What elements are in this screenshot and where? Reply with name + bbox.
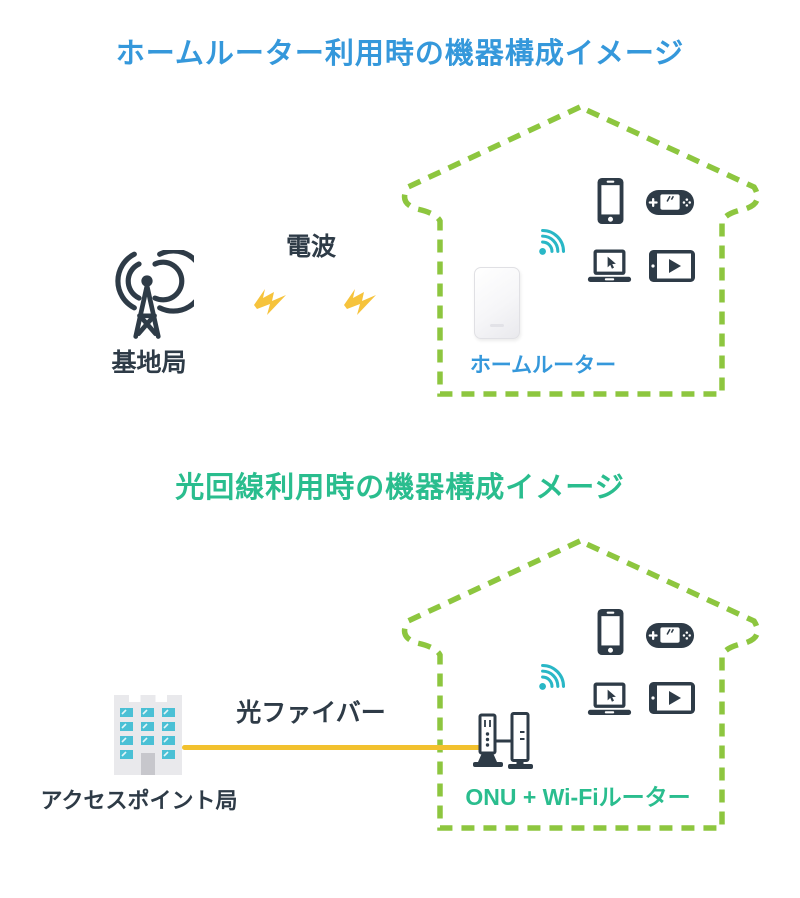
laptop-icon (587, 682, 632, 715)
base-station-label: 基地局 (111, 349, 187, 377)
router-slot-detail (490, 324, 504, 327)
home-router-device (474, 267, 520, 339)
tablet-icon (649, 682, 695, 714)
game-console-icon (645, 190, 695, 215)
tablet-icon (649, 250, 695, 282)
access-point-label: アクセスポイント局 (40, 788, 238, 813)
game-console-icon (645, 623, 695, 648)
wifi-signal-icon (539, 663, 566, 690)
house-outline (401, 537, 761, 831)
laptop-icon (587, 249, 632, 282)
onu-wifi-router-icon (473, 712, 533, 769)
lightning-bolt-icon (344, 289, 376, 315)
house-outline (401, 103, 761, 397)
fiber-optic-line (182, 745, 482, 750)
wifi-signal-icon (539, 228, 566, 255)
base-station-icon (115, 250, 194, 339)
smartphone-icon (597, 608, 624, 656)
fiber-label: 光ファイバー (236, 699, 386, 727)
section2-title: 光回線利用時の機器構成イメージ (175, 472, 625, 504)
section1-title: ホームルーター利用時の機器構成イメージ (115, 38, 685, 70)
home-router-label: ホームルーター (469, 354, 617, 377)
radio-wave-label: 電波 (285, 233, 336, 261)
lightning-bolt-icon (254, 289, 286, 315)
building-door (141, 753, 155, 775)
access-point-building-icon (114, 695, 182, 775)
building-windows (120, 708, 175, 759)
smartphone-icon (597, 177, 624, 225)
onu-router-label: ONU + Wi-Fiルーター (465, 784, 691, 810)
